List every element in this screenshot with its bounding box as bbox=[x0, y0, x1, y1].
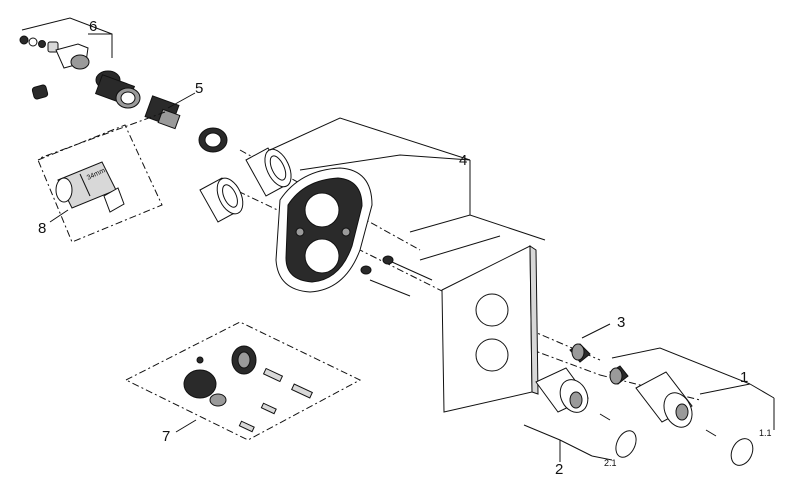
callout-3: 3 bbox=[617, 314, 625, 331]
part-group-1 bbox=[611, 347, 775, 466]
part-group-6 bbox=[19, 17, 141, 109]
callout-4: 4 bbox=[459, 152, 467, 169]
callout-6: 6 bbox=[89, 18, 97, 35]
part-group-3 bbox=[569, 323, 629, 385]
callout-1-1: 1.1 bbox=[759, 428, 772, 438]
callout-8: 8 bbox=[38, 220, 46, 237]
part-group-2 bbox=[523, 367, 637, 462]
part-group-8: 34mm bbox=[37, 124, 163, 243]
callout-1: 1 bbox=[740, 369, 748, 386]
callout-2-1: 2.1 bbox=[604, 458, 617, 468]
trim-plate bbox=[441, 245, 539, 413]
sleeve-pair bbox=[199, 147, 292, 223]
part-group-4 bbox=[269, 117, 546, 297]
part-group-7 bbox=[124, 321, 362, 441]
callout-7: 7 bbox=[162, 428, 170, 445]
part-group-5 bbox=[144, 92, 228, 153]
callout-2: 2 bbox=[555, 461, 563, 478]
callout-5: 5 bbox=[195, 80, 203, 97]
